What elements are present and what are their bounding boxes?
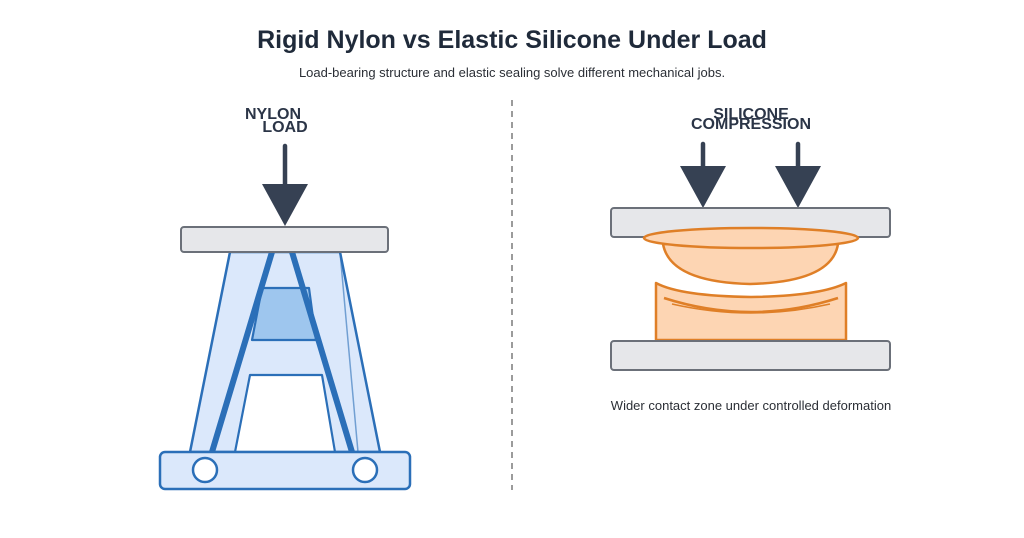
nylon-top-plate bbox=[180, 226, 389, 253]
nylon-load-arrow-icon bbox=[262, 143, 308, 226]
silicone-label-line2: COMPRESSION bbox=[691, 116, 811, 133]
silicone-lower-seal bbox=[654, 281, 848, 342]
nylon-a-frame bbox=[188, 249, 382, 455]
nylon-left-bolt-icon bbox=[191, 456, 219, 484]
diagram-subtitle: Load-bearing structure and elastic seali… bbox=[298, 65, 726, 80]
silicone-label-line1: SILICONE bbox=[713, 106, 789, 123]
nylon-label-line1: NYLON bbox=[245, 106, 301, 123]
silicone-bottom-plate bbox=[610, 340, 891, 371]
silicone-panel: SILICONE COMPRESSION Wider contact zone … bbox=[610, 106, 891, 413]
nylon-right-bolt-icon bbox=[351, 456, 379, 484]
silicone-left-arrow-icon bbox=[680, 141, 726, 208]
nylon-right-strut bbox=[289, 249, 355, 455]
nylon-base bbox=[158, 450, 412, 491]
nylon-inner-window bbox=[233, 373, 337, 454]
nylon-left-strut bbox=[209, 249, 275, 455]
silicone-caption: Wider contact zone under controlled defo… bbox=[611, 398, 891, 413]
silicone-upper-body bbox=[642, 226, 860, 286]
nylon-panel: NYLON LOAD bbox=[158, 106, 412, 491]
diagram-title: Rigid Nylon vs Elastic Silicone Under Lo… bbox=[257, 26, 767, 54]
nylon-label-line2: LOAD bbox=[262, 119, 307, 136]
silicone-right-arrow-icon bbox=[775, 141, 821, 208]
